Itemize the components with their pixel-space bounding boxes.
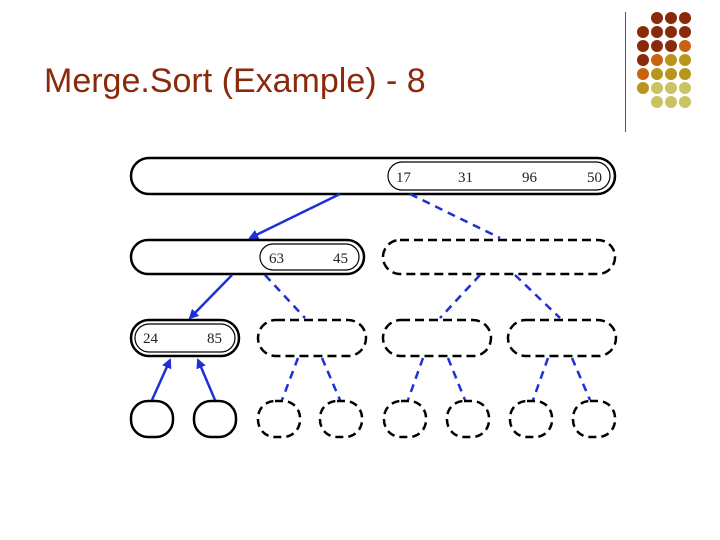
level0-value-3: 96: [522, 170, 538, 186]
decorative-dot: [679, 26, 691, 38]
decorative-dot: [651, 26, 663, 38]
connector-level2-to-leaf4: [320, 357, 342, 401]
arrow-level1-to-level2-a: [188, 274, 233, 320]
level0-value-4: 50: [587, 170, 602, 186]
leaf-node-1: [129, 399, 175, 439]
connector-level2-to-leaf7: [531, 357, 550, 401]
level2-node-2: [256, 318, 368, 358]
level0-node: [129, 156, 617, 196]
decorative-dot: [651, 40, 663, 52]
leaf-node-7: [508, 399, 554, 439]
decorative-dot: [679, 82, 691, 94]
decorative-dot: [679, 68, 691, 80]
level1-value-2: 45: [333, 251, 348, 267]
decorative-dot: [637, 68, 649, 80]
connector-level2-to-leaf5: [406, 357, 425, 401]
level1-left-active-subarray: [259, 243, 360, 271]
decorative-dot: [637, 82, 649, 94]
decorative-dot: [665, 40, 677, 52]
level2-node-1: [129, 318, 241, 358]
leaf-node-5: [382, 399, 428, 439]
title-divider: [625, 12, 626, 132]
arrow-level0-to-level1-left: [248, 192, 341, 240]
arrow-leaf2-to-level2: [196, 358, 217, 401]
decorative-dot: [679, 12, 691, 24]
decorative-dot: [679, 40, 691, 52]
connector-level1-to-level2-d: [514, 274, 561, 319]
level2-node-1-active-subarray: [134, 323, 236, 353]
connector-level1-to-level2-b: [264, 274, 306, 319]
level2-node-4: [506, 318, 618, 358]
decorative-dot: [665, 12, 677, 24]
slide-title: Merge.Sort (Example) - 8: [44, 62, 426, 100]
decorative-dot: [665, 26, 677, 38]
decorative-dot: [637, 26, 649, 38]
decorative-dot: [651, 68, 663, 80]
decorative-dot: [665, 54, 677, 66]
decorative-dot: [651, 12, 663, 24]
decorative-dot: [665, 96, 677, 108]
decorative-dot: [637, 40, 649, 52]
decorative-dot: [665, 82, 677, 94]
level0-value-1: 17: [396, 170, 412, 186]
level2-value-1: 24: [143, 331, 159, 347]
level0-value-2: 31: [458, 170, 473, 186]
decorative-dot: [651, 82, 663, 94]
leaf-node-6: [445, 399, 491, 439]
level1-right-node: [381, 238, 617, 276]
leaf-node-4: [318, 399, 364, 439]
level1-left-node: [129, 238, 366, 276]
level0-active-subarray: [387, 161, 611, 191]
decorative-dot: [651, 54, 663, 66]
connector-level2-to-leaf8: [570, 357, 592, 401]
leaf-node-3: [256, 399, 302, 439]
level2-node-3: [381, 318, 493, 358]
decorative-dot: [679, 54, 691, 66]
leaf-node-2: [192, 399, 238, 439]
connector-level0-to-level1-right: [409, 192, 501, 240]
decorative-dot: [637, 54, 649, 66]
connector-level2-to-leaf6: [446, 357, 467, 401]
level2-value-2: 85: [207, 331, 222, 347]
level1-value-1: 63: [269, 251, 284, 267]
leaf-node-8: [571, 399, 617, 439]
connector-level1-to-level2-c: [439, 274, 481, 319]
arrow-leaf1-to-level2: [150, 358, 172, 401]
decorative-dot: [651, 96, 663, 108]
decorative-dot: [679, 96, 691, 108]
connector-level2-to-leaf3: [280, 357, 300, 401]
decorative-dot: [665, 68, 677, 80]
